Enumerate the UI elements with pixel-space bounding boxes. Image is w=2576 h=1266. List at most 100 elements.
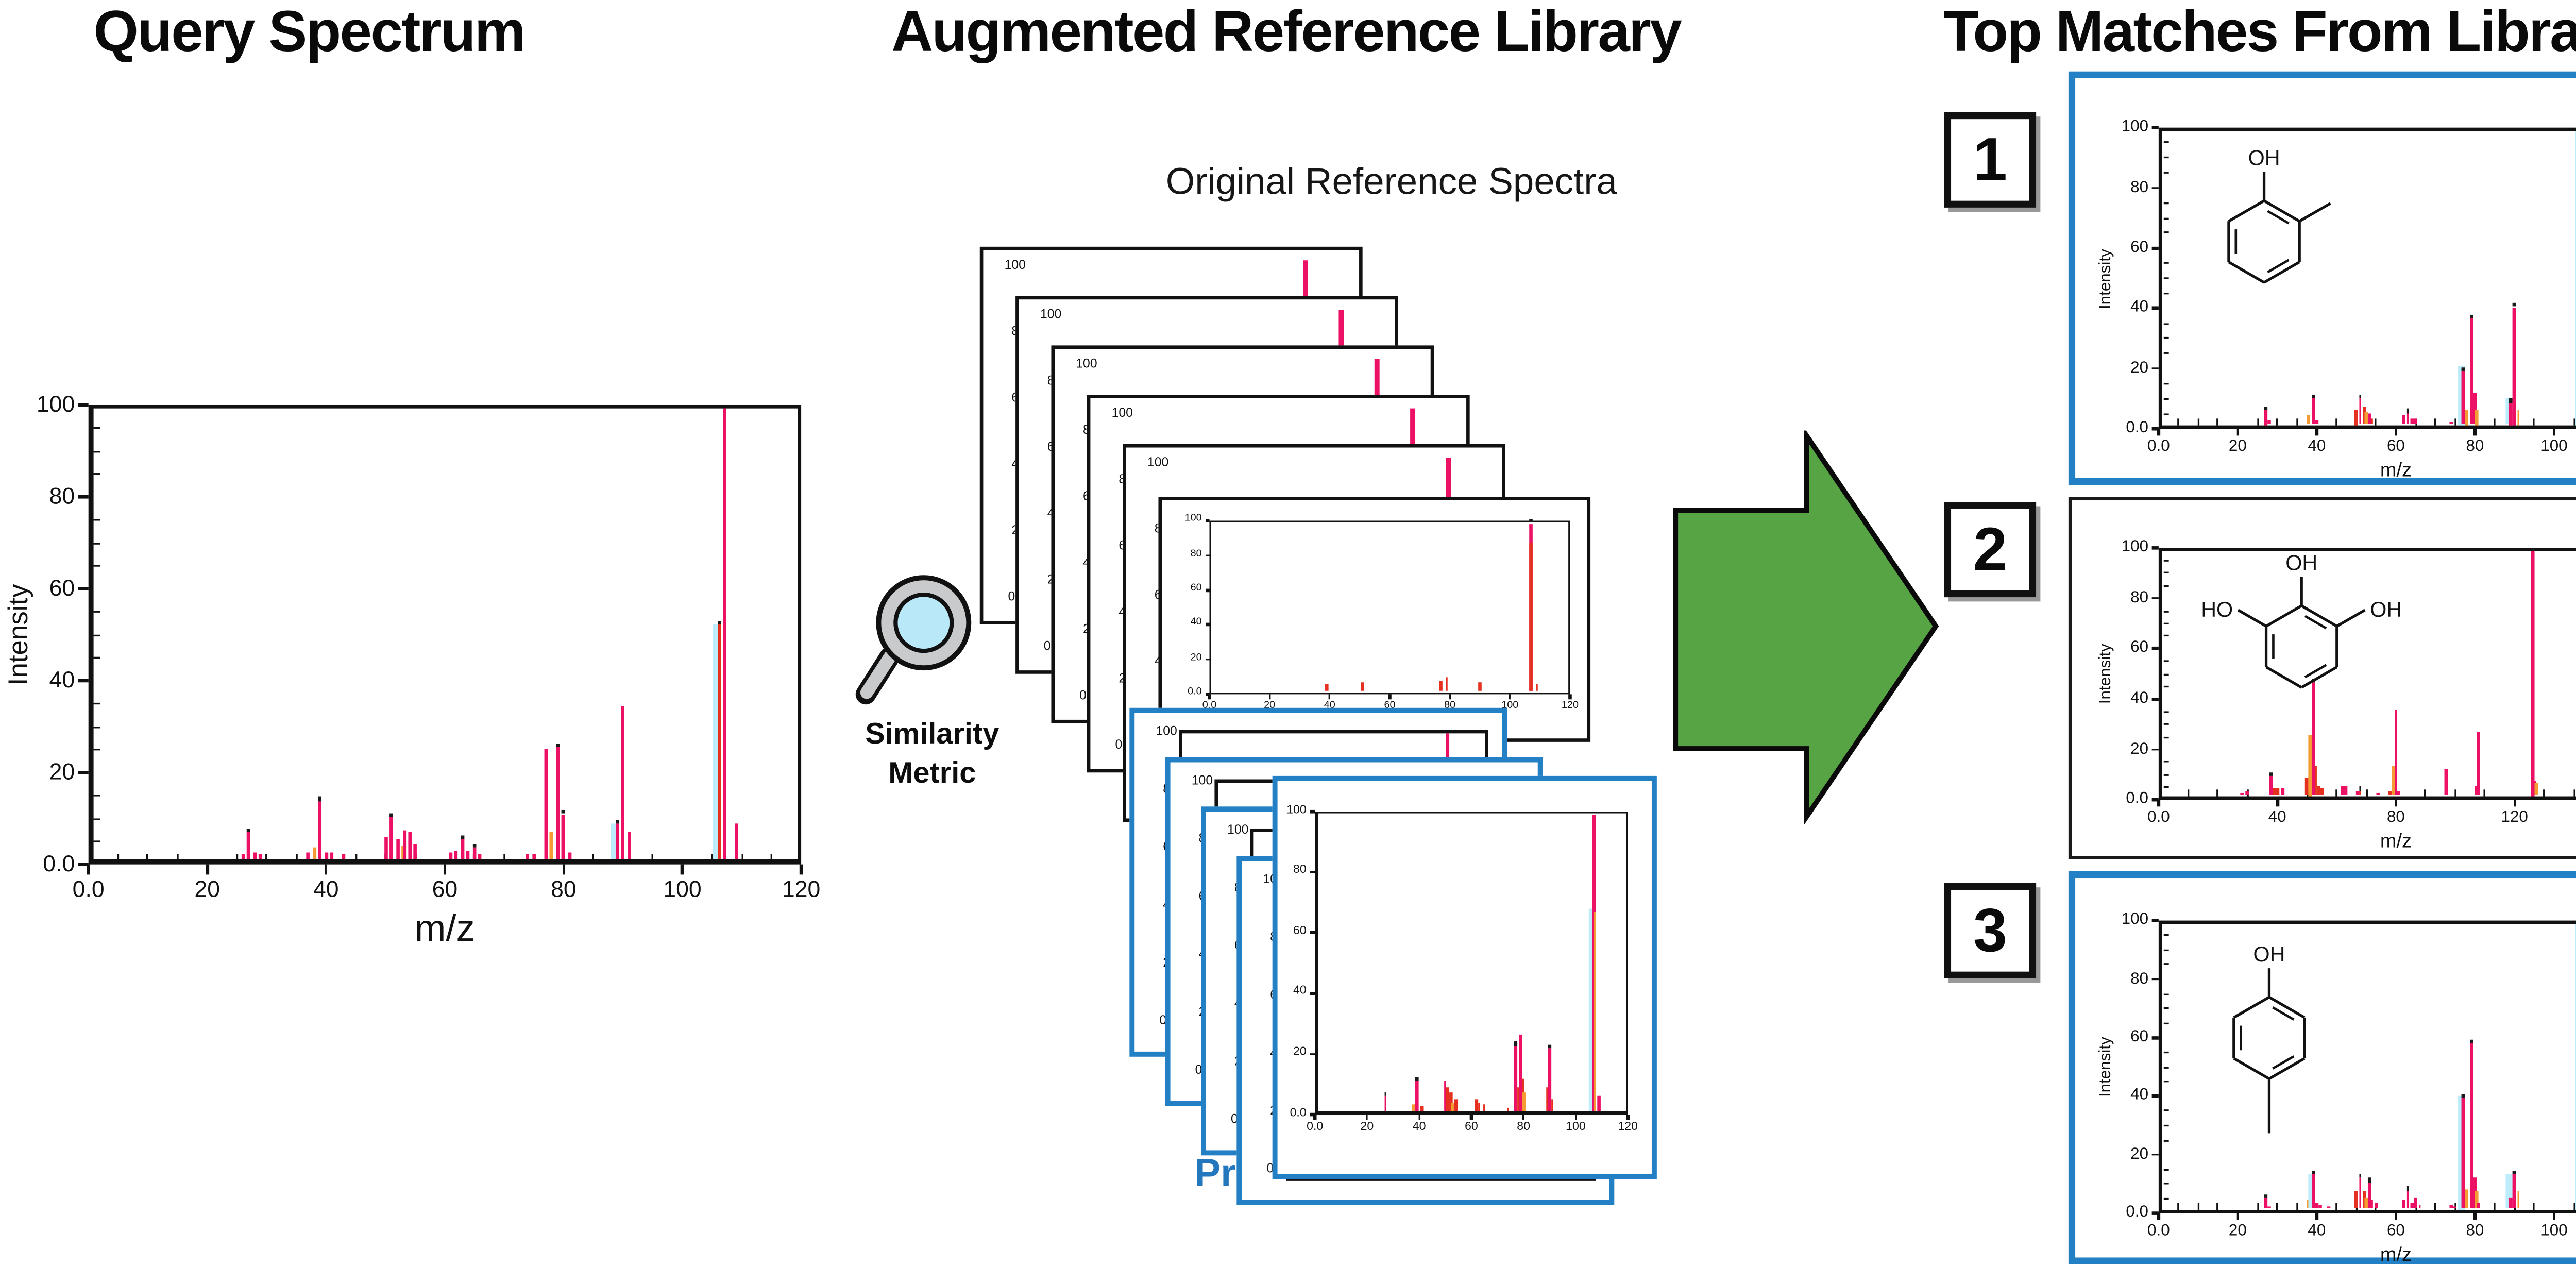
y-tick (78, 587, 89, 590)
y-minor-tick (2163, 964, 2169, 966)
y-minor-tick (2163, 1022, 2169, 1024)
y-tick-label: 0.0 (2126, 1203, 2149, 1222)
spectrum-bar (1444, 1081, 1447, 1111)
x-tick-label: 60 (1465, 1121, 1478, 1134)
y-tick (2151, 647, 2159, 650)
y-minor-tick (2163, 584, 2169, 587)
x-tick-label: 120 (1618, 1121, 1638, 1134)
y-tick (2151, 427, 2159, 430)
y-axis-label: Intensity (2096, 644, 2115, 704)
spectrum-bar (556, 746, 560, 859)
x-tick-label: 40 (2308, 1222, 2326, 1241)
spectrum-bar-tip (615, 819, 619, 823)
spectrum-bar (2363, 407, 2366, 425)
spectrum-bar (2375, 1203, 2378, 1209)
x-minor-tick (117, 853, 119, 859)
spectrum-bar (2517, 1192, 2520, 1209)
spectrum-bar (550, 832, 554, 859)
y-minor-tick (2163, 142, 2169, 144)
y-tick (78, 679, 89, 682)
plot-box (88, 404, 802, 865)
spectrum-bar (2281, 788, 2285, 796)
spectrum-bar (2465, 1189, 2469, 1209)
spectrum-bar (2355, 790, 2359, 796)
y-tick-label: 100 (2121, 537, 2149, 557)
x-tick-label: 0.0 (2147, 437, 2170, 457)
spectrum-bar (2473, 394, 2477, 425)
y-minor-tick (2163, 262, 2169, 264)
y-minor-tick (2163, 217, 2169, 219)
y-minor-tick (2163, 202, 2169, 204)
spectrum-bar-tip (2469, 1040, 2473, 1044)
spectrum-bar (2410, 1203, 2414, 1209)
spectrum-bar (722, 408, 726, 859)
structure-p-cresol: OH (2232, 942, 2306, 1134)
x-tick-label: 100 (663, 876, 702, 902)
spectrum-bar (2370, 418, 2374, 425)
spectrum-bar (461, 839, 465, 859)
spectrum-bar (2477, 732, 2481, 796)
x-tick-label: 20 (2228, 437, 2247, 457)
x-tick (87, 864, 90, 875)
spectrum-bar (2465, 410, 2469, 425)
x-tick (2394, 1213, 2397, 1220)
x-tick (2157, 429, 2160, 436)
x-tick-label: 100 (2540, 437, 2568, 457)
x-minor-tick (2296, 418, 2298, 425)
y-minor-tick (2163, 761, 2169, 763)
x-tick (1470, 1115, 1473, 1120)
spectrum-bar-tip (2359, 787, 2362, 791)
x-minor-tick (2533, 418, 2535, 425)
spectrum-bar (2359, 1177, 2362, 1209)
x-tick-label: 40 (1412, 1121, 1426, 1134)
y-minor-tick (93, 427, 100, 429)
spectrum-bar-tip (1514, 1042, 1517, 1046)
y-minor-tick (2163, 1066, 2169, 1068)
spectrum-bar (2269, 775, 2273, 796)
x-tick (1365, 1115, 1368, 1120)
y-tick (2151, 307, 2159, 310)
y-minor-tick (2163, 786, 2169, 788)
spectrum-bar (241, 854, 245, 859)
y-minor-tick (2163, 1168, 2169, 1171)
spectrum-bar (2391, 766, 2395, 796)
spectrum-bar (1454, 1099, 1458, 1111)
spectrum-bar (2311, 683, 2315, 796)
x-tick (2315, 1213, 2318, 1220)
x-tick-label: 120 (782, 876, 821, 902)
spectrum-bar (306, 852, 310, 859)
y-tick (1310, 931, 1315, 934)
x-tick (2553, 429, 2555, 436)
spectrum-bar (2359, 398, 2362, 425)
spectrum-bar-tip (472, 844, 477, 848)
spectrum-bar-tip (2513, 1171, 2516, 1175)
spectrum-bar (318, 800, 322, 859)
spectrum-bar (2388, 790, 2392, 796)
y-minor-tick (2163, 398, 2169, 400)
plot-box (2158, 127, 2576, 429)
x-minor-tick (2573, 1203, 2575, 1209)
spectrum-bar (2449, 1205, 2453, 1209)
x-minor-tick (265, 853, 268, 859)
flow-arrow-icon (1673, 430, 1939, 825)
y-minor-tick (93, 542, 100, 544)
x-tick-label: 20 (1360, 1121, 1374, 1134)
mini-y-tick-label: 100 (1156, 723, 1177, 739)
spectrum-bar (2449, 421, 2453, 425)
similarity-line2: Metric (888, 755, 976, 789)
spectrum-bar-tip (1384, 1092, 1387, 1096)
spectrum-bar (2317, 785, 2320, 796)
y-axis-label: Intensity (5, 584, 35, 686)
x-tick (1313, 1115, 1316, 1120)
spectrum-bar (1551, 1099, 1554, 1111)
y-minor-tick (2163, 949, 2169, 951)
x-tick (2473, 429, 2477, 436)
spectrum-bar (467, 850, 470, 859)
structure-label: HO (2201, 598, 2233, 621)
plot-box (2158, 920, 2576, 1213)
spectrum-bar (401, 846, 405, 859)
spectrum-bar (247, 832, 251, 859)
x-minor-tick (147, 853, 149, 859)
y-tick (1310, 992, 1315, 995)
